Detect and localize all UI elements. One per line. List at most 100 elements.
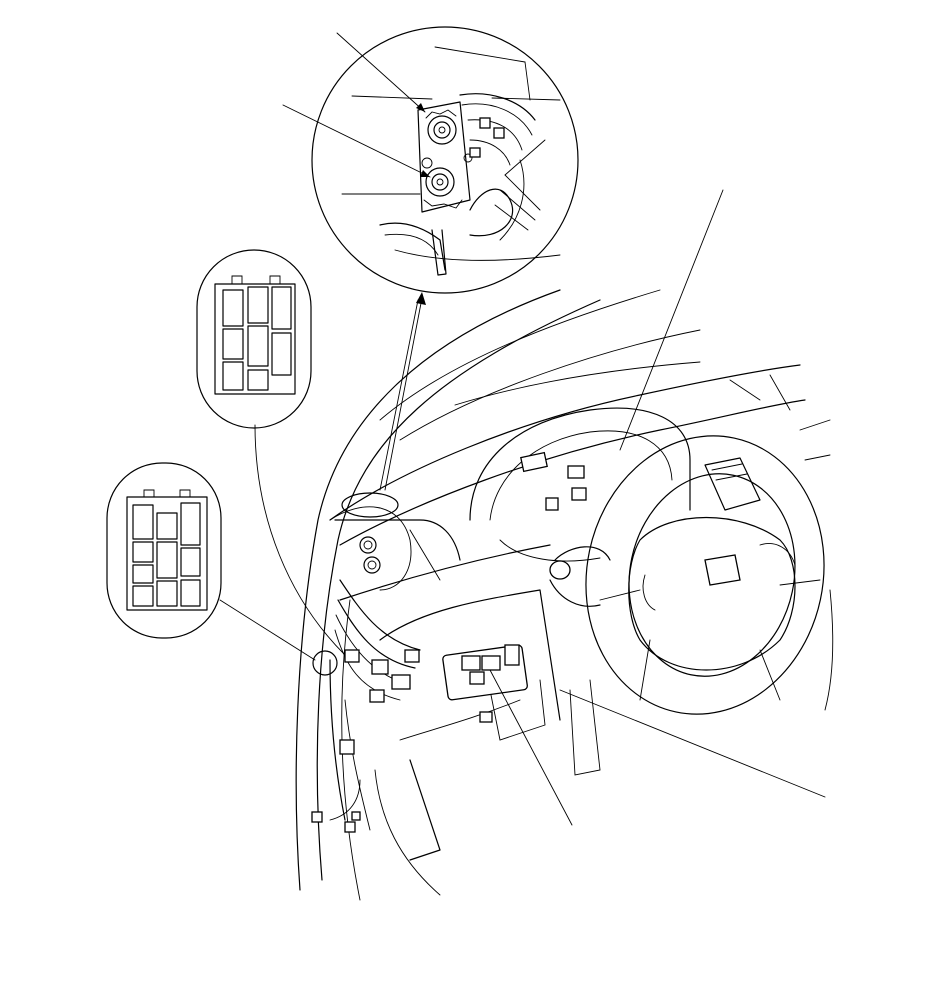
- left-dash-line: [409, 529, 441, 581]
- cluster-hood: [469, 407, 691, 521]
- cluster-connector-4: [545, 497, 559, 511]
- leader-column-wiring: [504, 139, 546, 176]
- leader-lines: [219, 32, 826, 826]
- magnifier-circle: [311, 26, 579, 294]
- leader-magnifier-2: [379, 299, 419, 491]
- lower-trim-2: [374, 769, 441, 896]
- harness-connector-7: [311, 811, 323, 823]
- harness-drop-1: [329, 659, 346, 821]
- connector-10pin-detail: [106, 462, 222, 639]
- pin-12-b3: [247, 369, 269, 391]
- harness-connector-9: [351, 811, 361, 821]
- harness-connector-8: [344, 821, 356, 833]
- arrow-magnifier: [416, 292, 426, 305]
- wheel-switch-right: [759, 543, 796, 566]
- steering-wheel-outer: [585, 435, 825, 715]
- fuse-block-2: [481, 655, 501, 671]
- leader-fuse-box: [489, 669, 573, 826]
- leader-connector-12pin: [254, 424, 346, 656]
- cluster-connector-2: [567, 465, 585, 479]
- detail-wire-2: [461, 103, 533, 136]
- pin-10-c1: [180, 502, 201, 546]
- harness-main-2: [337, 599, 416, 669]
- detail-wire-4: [469, 139, 511, 166]
- cluster-inner: [489, 430, 673, 521]
- arrow-door-switch-upper: [416, 103, 425, 112]
- harness-connector-3: [391, 674, 411, 690]
- fuse-block-4: [504, 644, 520, 666]
- dash-top: [329, 364, 801, 521]
- leader-switch-connector: [491, 97, 561, 101]
- fuse-block-3: [469, 671, 485, 685]
- pillar-switch-area: [329, 506, 412, 591]
- stalk-knob: [549, 560, 571, 580]
- harness-connector-5: [404, 649, 420, 663]
- fuse-box-connector: [479, 711, 493, 723]
- dash-top-2: [339, 399, 806, 546]
- pin-10-a4: [132, 585, 154, 607]
- pin-10-b2: [156, 541, 178, 579]
- column-shroud: [554, 546, 611, 561]
- leader-switch-bracket: [351, 95, 433, 100]
- windshield-line-1: [379, 289, 661, 421]
- leader-magnifier: [384, 297, 423, 491]
- knee-panel-lower: [399, 699, 521, 741]
- harness-connector-2: [371, 659, 389, 675]
- wire-harness: [311, 492, 421, 833]
- right-vent-slats: [711, 463, 748, 481]
- leader-door-switch-lower: [282, 104, 431, 178]
- steering-emblem: [704, 554, 741, 586]
- windshield-line-2: [399, 329, 701, 441]
- arrow-door-switch-lower: [420, 170, 430, 177]
- leader-under-dash: [559, 689, 826, 798]
- detail-pillar-edge: [499, 159, 525, 241]
- leader-harness-clip-top: [434, 46, 526, 63]
- fuse-block-1: [461, 655, 481, 671]
- wheel-switch-left: [642, 574, 656, 611]
- detail-lower-wire-2: [384, 233, 439, 256]
- upper-switch-mid: [433, 121, 451, 139]
- mount-hole: [421, 157, 433, 169]
- harness-drop-2: [344, 699, 371, 831]
- bracket-plate: [417, 101, 471, 213]
- dash-right-detail: [729, 374, 791, 411]
- dashboard-illustration: [295, 289, 834, 901]
- pillar-switch-upper-inner: [363, 540, 373, 550]
- cluster-connector-1: [520, 451, 548, 473]
- steering-spokes: [599, 579, 821, 601]
- pin-10-b3: [156, 580, 178, 607]
- detail-connector-3: [469, 147, 481, 158]
- lower-trim: [409, 759, 441, 861]
- pin-10-c2: [180, 547, 201, 577]
- connector-12pin-capsule: [196, 249, 312, 429]
- harness-main-4: [334, 629, 401, 701]
- steering-wheel-inner: [628, 473, 796, 677]
- harness-connector-6: [339, 739, 355, 755]
- detail-wire-3: [467, 119, 523, 151]
- pin-12-a1: [222, 289, 244, 327]
- leader-column-harness: [619, 189, 724, 451]
- cluster-lower: [499, 539, 601, 562]
- right-vent: [704, 457, 761, 511]
- pin-10-a1: [132, 504, 154, 540]
- lower-switch-center: [436, 178, 444, 186]
- cluster-connector-3: [571, 487, 587, 501]
- pillar-switch-upper: [359, 536, 377, 554]
- lower-switch-outer: [425, 167, 455, 197]
- harness-connector-1: [344, 649, 360, 663]
- connector-12pin-detail: [196, 249, 312, 429]
- pin-12-a3: [222, 361, 244, 391]
- right-edge-lines: [799, 419, 831, 461]
- knee-panel: [379, 589, 561, 721]
- detail-trim-edge: [394, 249, 561, 261]
- steering-hub: [628, 517, 796, 671]
- lower-switch-mid: [431, 173, 449, 191]
- harness-connector-4: [369, 689, 385, 703]
- leader-door-switch-upper: [336, 32, 426, 113]
- detail-harness-loop: [469, 188, 514, 237]
- pillar-switch-lower-inner: [367, 560, 377, 570]
- connector-10pin-housing: [126, 496, 208, 611]
- pin-12-b2: [247, 325, 269, 367]
- column-lower: [549, 579, 601, 607]
